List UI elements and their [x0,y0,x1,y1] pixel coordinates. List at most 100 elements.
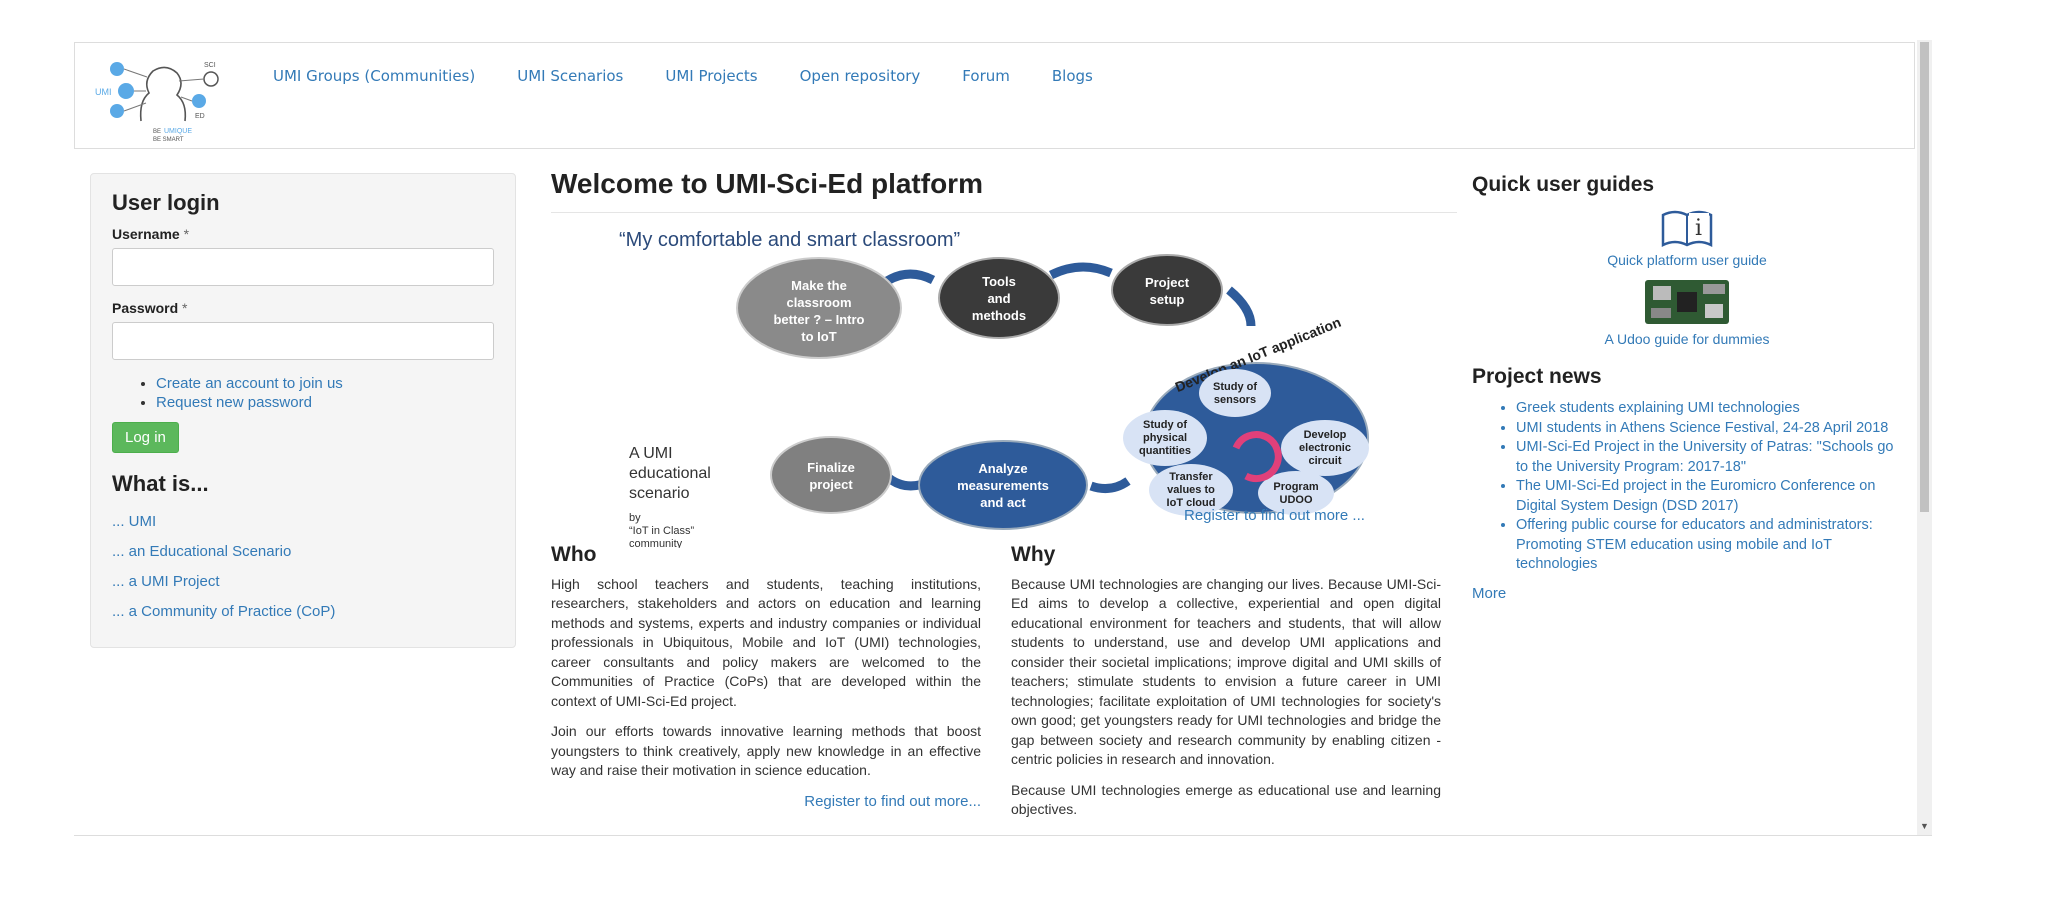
node-study-physical [1123,410,1207,466]
main-nav: UMI Groups (Communities) UMI Scenarios U… [273,67,1093,85]
guide-udoo-link[interactable]: A Udoo guide for dummies [1604,331,1770,347]
node-study-sensors [1199,369,1271,417]
news-link[interactable]: Offering public course for educators and… [1516,517,1873,572]
who-paragraph-1: High school teachers and students, teach… [551,575,981,709]
whatis-list: ... UMI ... an Educational Scenario ... … [112,507,494,627]
cycle-arrow-icon [1232,431,1282,483]
who-title: Who [551,543,597,566]
arrow-icon [1048,262,1113,280]
node-finalize [770,436,892,514]
list-item: The UMI-Sci-Ed project in the Euromicro … [1516,477,1902,516]
news-link[interactable]: Greek students explaining UMI technologi… [1516,400,1800,416]
scenario-by-text: by“IoT in Class”community [629,512,695,548]
whatis-scenario-link[interactable]: ... an Educational Scenario [112,543,292,560]
guide-platform: i Quick platform user guide [1472,207,1902,268]
node-tools [938,257,1060,339]
node-transfer-values [1149,464,1233,516]
site-header: UMI SCI ED BE UMIQUE BE SMART UMI Groups… [74,42,1915,149]
list-item: UMI-Sci-Ed Project in the University of … [1516,438,1902,477]
whatis-project-link[interactable]: ... a UMI Project [112,573,220,590]
login-links: Create an account to join us Request new… [112,374,494,412]
request-password-link[interactable]: Request new password [156,394,312,411]
udoo-board-icon[interactable] [1643,276,1731,328]
browser-viewport: UMI SCI ED BE UMIQUE BE SMART UMI Groups… [74,40,1932,836]
why-title: Why [1011,543,1056,566]
arrow-icon [1089,477,1131,494]
list-item: Offering public course for educators and… [1516,516,1902,575]
guide-platform-link[interactable]: Quick platform user guide [1607,252,1767,268]
password-label-text: Password [112,300,179,316]
diagram-heading: “My comfortable and smart classroom” [619,229,960,251]
why-paragraph-1: Because UMI technologies are changing ou… [1011,575,1441,768]
nav-item-scenarios[interactable]: UMI Scenarios [517,67,624,85]
page-title: Welcome to UMI-Sci-Ed platform [551,168,1457,213]
node-program-udoo [1258,471,1334,515]
news-link[interactable]: UMI-Sci-Ed Project in the University of … [1516,439,1894,475]
logo-be-text: BE [153,129,161,135]
list-item: Greek students explaining UMI technologi… [1516,399,1902,419]
nav-item-groups[interactable]: UMI Groups (Communities) [273,67,476,85]
news-link[interactable]: UMI students in Athens Science Festival,… [1516,419,1889,436]
username-label-text: Username [112,226,180,242]
guide-udoo: A Udoo guide for dummies [1472,276,1902,347]
sidebar: User login Username * Password * Create … [90,173,516,648]
password-label: Password * [112,300,494,316]
news-link[interactable]: The UMI-Sci-Ed project in the Euromicro … [1516,478,1876,514]
node-analyze [918,440,1088,530]
node-intro [736,257,902,359]
nav-item-forum[interactable]: Forum [962,67,1010,85]
svg-text:i: i [1695,216,1702,241]
username-input[interactable] [112,248,494,286]
create-account-link[interactable]: Create an account to join us [156,375,343,392]
nav-item-projects[interactable]: UMI Projects [665,67,758,85]
whatis-title: What is... [112,471,209,496]
news-list: Greek students explaining UMI technologi… [1472,399,1902,575]
node-project-setup [1111,254,1223,326]
logo-umi-text: UMI [95,87,112,97]
list-item: Request new password [156,393,494,412]
required-mark: * [183,226,190,242]
arrow-icon [1226,286,1256,327]
password-input[interactable] [112,322,494,360]
who-section: Who High school teachers and students, t… [551,543,981,811]
umi-sci-ed-logo[interactable]: UMI SCI ED BE UMIQUE BE SMART [91,51,221,143]
why-paragraph-2: Because UMI technologies emerge as educa… [1011,781,1441,818]
logo-besmart-text: BE SMART [153,137,184,143]
username-label: Username * [112,226,494,242]
register-link-who[interactable]: Register to find out more... [804,792,981,810]
news-title: Project news [1472,365,1602,388]
who-paragraph-2: Join our efforts towards innovative lear… [551,723,981,778]
nav-item-blogs[interactable]: Blogs [1051,67,1093,85]
scroll-down-arrow-icon[interactable]: ▼ [1920,821,1929,831]
node-develop-circuit [1281,420,1369,476]
login-button[interactable]: Log in [112,422,179,453]
guides-title: Quick user guides [1472,173,1655,196]
main-content: Welcome to UMI-Sci-Ed platform “My comfo… [551,168,1457,817]
list-item: Create an account to join us [156,374,494,393]
nav-item-open-repository[interactable]: Open repository [799,67,921,85]
right-sidebar: Quick user guides i Quick platform user … [1472,173,1902,603]
login-title: User login [112,190,220,215]
required-mark: * [182,300,188,316]
logo-sci-text: SCI [204,62,216,69]
register-link-top[interactable]: Register to find out more ... [1184,507,1365,524]
scenario-diagram: “My comfortable and smart classroom” Mak… [619,229,1369,548]
whatis-umi-link[interactable]: ... UMI [112,513,157,530]
scrollbar-thumb[interactable] [1920,42,1929,512]
news-more-link[interactable]: More [1472,584,1507,602]
why-section: Why Because UMI technologies are changin… [1011,543,1441,831]
list-item: UMI students in Athens Science Festival,… [1516,419,1902,439]
logo-ed-text: ED [195,113,205,120]
book-info-icon[interactable]: i [1659,207,1715,249]
whatis-cop-link[interactable]: ... a Community of Practice (CoP) [112,603,336,620]
